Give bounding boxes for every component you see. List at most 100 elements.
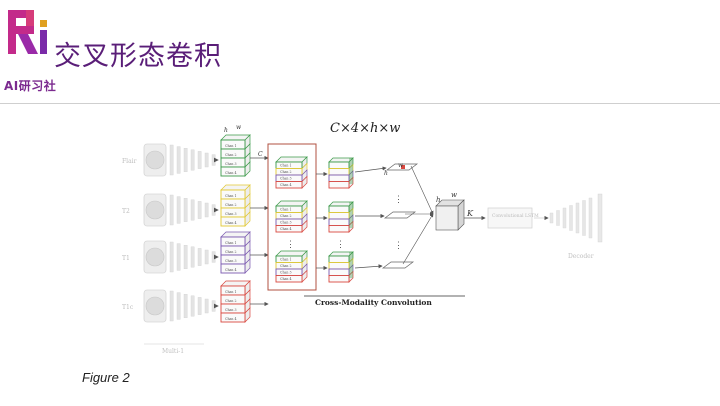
encoder-layer <box>204 152 209 168</box>
encoder-layer <box>204 202 209 218</box>
encoder-layer <box>204 298 209 314</box>
encoder-layer <box>204 249 209 265</box>
channel-block <box>328 212 350 220</box>
channel-label: Chan 1 <box>225 194 237 198</box>
ellipsis: ⋮ <box>394 241 403 251</box>
modality-label: Flair <box>122 158 137 165</box>
slice-h-label: h <box>384 170 388 177</box>
modality-row: T1c <box>122 289 219 323</box>
figure-caption: Figure 2 <box>82 370 130 385</box>
channel-label: Chan 2 <box>225 299 237 303</box>
decoder-output <box>597 193 603 243</box>
channel-block <box>328 205 350 213</box>
c-label: C <box>258 151 263 158</box>
channel-label: Chan 1 <box>280 164 292 168</box>
encoder-layer <box>190 295 195 317</box>
channel-label: Chan 4 <box>280 277 292 281</box>
channel-label: Chan 3 <box>225 259 237 263</box>
channel-label: Chan 2 <box>280 214 292 218</box>
channel-label: Chan 3 <box>280 177 292 181</box>
encoder-layer <box>197 297 202 315</box>
header-divider <box>0 103 720 104</box>
channel-block <box>275 275 303 283</box>
channel-label: Chan 3 <box>225 212 237 216</box>
converge-line <box>410 165 434 215</box>
channel-block <box>220 216 246 227</box>
channel-block <box>220 166 246 177</box>
channel-label: Chan 3 <box>225 308 237 312</box>
ellipsis: ⋮ <box>394 195 403 205</box>
channel-label: Chan 3 <box>280 271 292 275</box>
channel-label: Chan 2 <box>225 203 237 207</box>
stacked-channel-block: Chan 1 Chan 2 Chan 3 Chan 4 <box>275 250 308 283</box>
decoder-label: Decoder <box>568 253 594 260</box>
slide-title: 交叉形态卷积 <box>54 41 222 72</box>
channel-block <box>328 218 350 226</box>
decoder-layer <box>549 212 554 224</box>
w-label: w <box>236 124 242 131</box>
encoder-layer <box>169 194 174 226</box>
dimension-label: C×4×h×w <box>330 121 400 136</box>
ellipsis: ⋮ <box>336 240 345 250</box>
convolved-block <box>328 251 354 283</box>
cross-modality-label: Cross-Modality Convolution <box>315 298 432 307</box>
encoder-layer <box>169 144 174 176</box>
encoder-layer <box>169 241 174 273</box>
modality-row: T2 <box>122 193 219 227</box>
decoder-layer <box>575 202 580 234</box>
channel-label: Chan 1 <box>225 144 237 148</box>
encoder-layer <box>176 146 181 174</box>
channel-label: Chan 2 <box>280 170 292 174</box>
modality-label: T2 <box>122 208 130 215</box>
encoder-layer <box>183 148 188 173</box>
channel-block <box>328 268 350 276</box>
channel-label: Chan 1 <box>225 241 237 245</box>
channel-label: Chan 3 <box>280 221 292 225</box>
converge-line <box>402 213 434 265</box>
convolved-block <box>328 201 354 233</box>
decoder-layer <box>582 200 586 236</box>
channel-block <box>328 255 350 263</box>
feature-slice <box>381 261 415 269</box>
arrow <box>354 166 387 173</box>
cross-modality-frame <box>267 143 317 291</box>
channel-block <box>328 168 350 176</box>
kernel-slice <box>349 158 353 184</box>
channel-block <box>328 181 350 189</box>
decoder-layer <box>562 207 567 229</box>
channel-block <box>220 263 246 274</box>
output-cube <box>435 199 465 231</box>
channel-label: Chan 1 <box>280 258 292 262</box>
mri-brain <box>145 247 165 267</box>
channel-block <box>220 312 246 323</box>
arrow <box>354 264 383 269</box>
block-face <box>435 205 459 231</box>
channel-block <box>328 161 350 169</box>
channel-block <box>275 181 303 189</box>
encoder-layer <box>197 201 202 219</box>
lstm-label: Convolutional LSTM <box>492 213 539 219</box>
channel-label: Chan 2 <box>225 250 237 254</box>
encoder-layer <box>190 149 195 171</box>
out-h-label: h <box>436 196 441 204</box>
modality-label: T1 <box>122 255 130 262</box>
ellipsis: ⋮ <box>286 240 295 250</box>
channel-label: Chan 2 <box>280 264 292 268</box>
kernel-slice <box>349 252 353 278</box>
out-w-label: w <box>451 191 457 199</box>
encoder-layer <box>183 293 188 318</box>
encoder-layer <box>197 151 202 169</box>
modality-label: T1c <box>122 304 134 311</box>
mri-brain <box>145 200 165 220</box>
conv-lstm-box <box>487 207 533 229</box>
ai-yanxishe-logo <box>8 10 47 54</box>
encoder-layer <box>176 292 181 320</box>
mri-brain <box>145 296 165 316</box>
mri-brain <box>145 150 165 170</box>
encoder-layer <box>183 197 188 222</box>
